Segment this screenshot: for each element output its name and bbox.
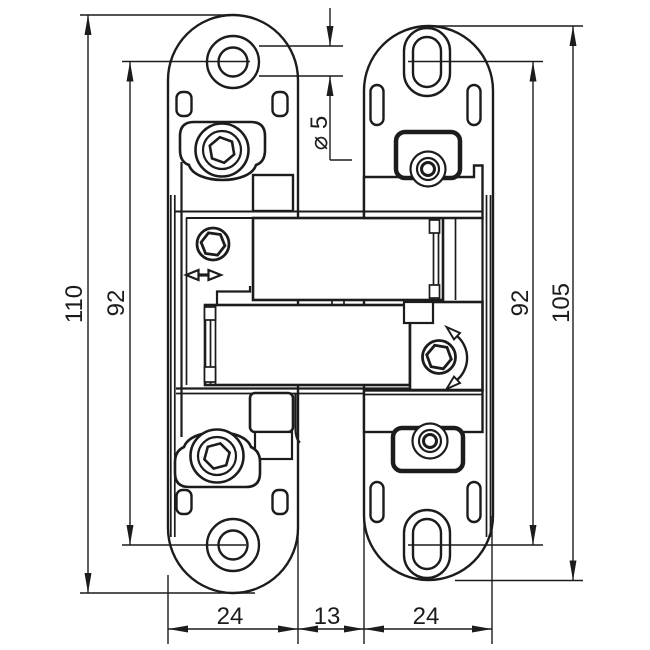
hinge-mechanism (173, 120, 484, 489)
left-body-block (248, 391, 295, 434)
left-body-block (253, 430, 294, 461)
upper-hinge-arm (251, 216, 445, 302)
right-plate-holes (369, 26, 482, 580)
lower-hinge-arm (203, 303, 412, 387)
hex-socket-icon (202, 441, 232, 471)
slot-hole (271, 90, 289, 118)
dim-label-110: 110 (61, 285, 88, 323)
top-pivot-washer (409, 150, 447, 188)
height-adjust-screw (195, 226, 231, 262)
dim-label-105: 105 (548, 283, 575, 323)
dim-label-92-right: 92 (507, 290, 534, 317)
left-body-tab (251, 173, 295, 213)
slot-hole (175, 488, 193, 516)
hex-socket-icon (425, 343, 453, 371)
slot-hole (369, 480, 385, 524)
horizontal-adjust-arrow-icon (183, 268, 224, 282)
slot-hole (466, 480, 482, 524)
plate-relief-lines (169, 195, 492, 537)
dim-label-13: 13 (314, 603, 341, 630)
dim-label-24-right: 24 (413, 603, 440, 630)
dimension-arrowheads (84, 15, 577, 633)
slot-hole (271, 488, 289, 516)
hex-socket-icon (199, 231, 227, 257)
rotation-adjust-arrow-icon (444, 324, 469, 392)
bottom-oval-boss (402, 508, 452, 580)
bottom-oval-slot (411, 517, 443, 571)
dimension-lines (80, 8, 583, 644)
hex-socket-icon (208, 135, 236, 165)
dim-label-92-left: 92 (103, 290, 130, 317)
bottom-pivot-washer (411, 422, 449, 460)
slot-hole (466, 83, 482, 127)
dim-label-24-left: 24 (217, 603, 244, 630)
slot-hole (369, 83, 385, 127)
dimension-labels: 110 92 ⌀ 5 92 105 24 13 24 (61, 116, 575, 630)
dim-label-diameter-5: ⌀ 5 (306, 116, 333, 150)
slot-hole (175, 90, 193, 118)
